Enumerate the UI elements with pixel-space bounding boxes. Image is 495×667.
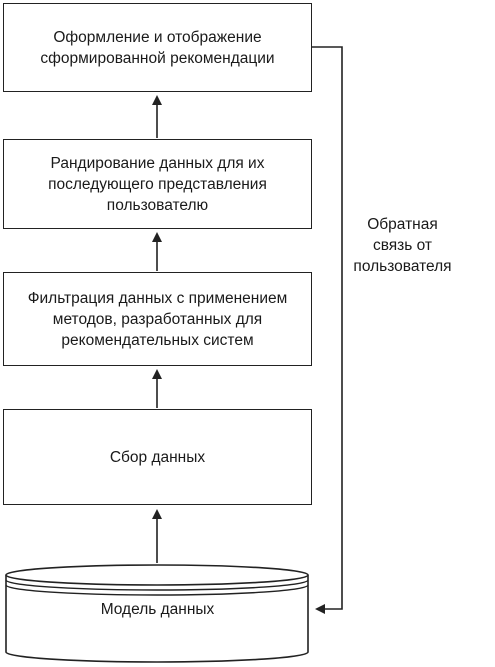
step-collect-data-label: Сбор данных bbox=[109, 448, 206, 466]
step-filter-data: Фильтрация данных с применением методов,… bbox=[3, 272, 312, 366]
step-filter-data-label: Фильтрация данных с применением методов,… bbox=[27, 289, 288, 349]
database-cylinder bbox=[5, 564, 309, 663]
database-label: Модель данных bbox=[100, 601, 215, 618]
feedback-label: Обратная связь от пользователя bbox=[353, 216, 452, 275]
step-rank-data-label: Рандирование данных для их последующего … bbox=[48, 154, 267, 214]
step-display-recommendation-label: Оформление и отображение сформированной … bbox=[40, 28, 275, 67]
feedback-loop-line bbox=[312, 46, 343, 614]
step-collect-data: Сбор данных bbox=[3, 409, 312, 505]
step-display-recommendation: Оформление и отображение сформированной … bbox=[3, 3, 312, 92]
step-rank-data: Рандирование данных для их последующего … bbox=[3, 139, 312, 229]
